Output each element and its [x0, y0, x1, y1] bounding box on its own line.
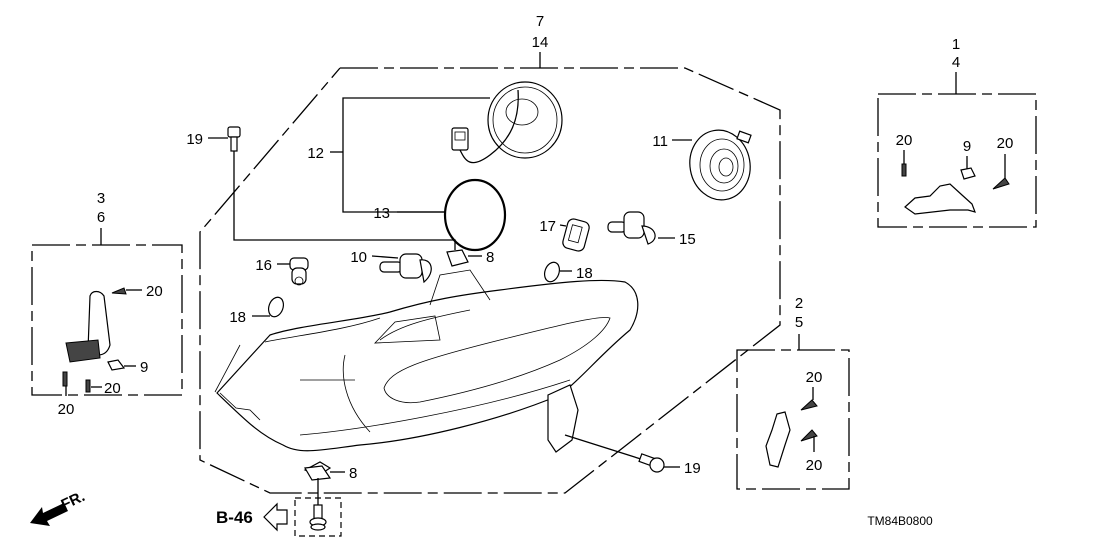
callout-4: 4: [952, 54, 960, 71]
front-direction-arrow-icon: [30, 503, 68, 526]
fastener-reference-box: [294, 497, 342, 537]
callout-20-left-b: 20: [104, 380, 121, 397]
callout-19-top: 19: [186, 131, 203, 148]
callout-14: 14: [532, 34, 549, 51]
callout-18-right: 18: [576, 265, 593, 282]
right-lower-kit-outline: [736, 349, 850, 490]
bolt-bottom-leader: [564, 434, 645, 461]
reference-arrow-icon: [263, 502, 288, 532]
right-upper-bracket-icon: [904, 183, 976, 215]
callout-20-left-a: 20: [146, 283, 163, 300]
bulb-10-icon: [379, 253, 432, 284]
clip-icon: [446, 249, 469, 267]
callout-10: 10: [350, 249, 367, 266]
callout-11: 11: [652, 133, 668, 150]
main-assembly-outline: [199, 67, 781, 494]
left-bracket-icon: [65, 290, 111, 363]
headlight-housing-icon: [214, 269, 639, 477]
callout-20-left-c: 20: [58, 401, 75, 418]
callout-20-rl-b: 20: [806, 457, 823, 474]
callout-15: 15: [679, 231, 696, 248]
callout-16: 16: [255, 257, 272, 274]
callout-1: 1: [952, 36, 960, 53]
bulb-15-icon: [607, 211, 656, 245]
callout-2: 2: [795, 295, 803, 312]
clip-icon: [960, 167, 976, 180]
callout-19-bottom: 19: [684, 460, 701, 477]
callout-20-rl-a: 20: [806, 369, 823, 386]
left-kit-outline: [31, 244, 183, 396]
bulb-18-right-icon: [543, 261, 561, 283]
screw-icon: [901, 163, 907, 177]
right-lower-bracket-icon: [765, 411, 791, 468]
flange-bolt-icon: [309, 504, 327, 531]
callout-9-ru: 9: [963, 138, 971, 155]
bulb-16-icon: [289, 257, 309, 286]
clip-9-icon: [107, 359, 126, 371]
bolt-bottom-icon: [638, 453, 665, 473]
callout-12: 12: [307, 145, 324, 162]
callout-8-bottom: 8: [349, 465, 357, 482]
bulb-17-icon: [562, 218, 590, 252]
bolt-leader: [233, 151, 456, 250]
bulb-18-left-icon: [267, 296, 285, 318]
callout-3: 3: [97, 190, 105, 207]
callout-5: 5: [795, 314, 803, 331]
callout-9-left: 9: [140, 359, 148, 376]
callout-18-left: 18: [229, 309, 246, 326]
callout-20-ru-a: 20: [896, 132, 913, 149]
callout-8-top: 8: [486, 249, 494, 266]
right-upper-kit-outline: [877, 93, 1037, 228]
diagram-code: TM84B0800: [867, 514, 933, 528]
front-direction-label: FR.: [59, 488, 88, 514]
reference-b46: B-46: [216, 508, 253, 527]
gasket-ring-icon: [443, 178, 507, 252]
callout-20-ru-b: 20: [997, 135, 1014, 152]
screw-icon: [800, 429, 818, 442]
callout-7: 7: [536, 13, 544, 30]
callout-6: 6: [97, 209, 105, 226]
clip-bottom-icon: [304, 465, 332, 481]
callout-17: 17: [539, 218, 556, 235]
bolt-icon: [227, 126, 241, 152]
screw-icon: [85, 379, 91, 393]
screw-icon: [800, 399, 818, 411]
screw-icon: [62, 371, 68, 387]
callout-13: 13: [373, 205, 390, 222]
screw-icon: [111, 287, 127, 295]
screw-icon: [992, 177, 1010, 190]
wire-harness-icon: [451, 81, 563, 164]
dust-cap-icon: [689, 129, 752, 201]
harness-bracket: [342, 97, 490, 213]
